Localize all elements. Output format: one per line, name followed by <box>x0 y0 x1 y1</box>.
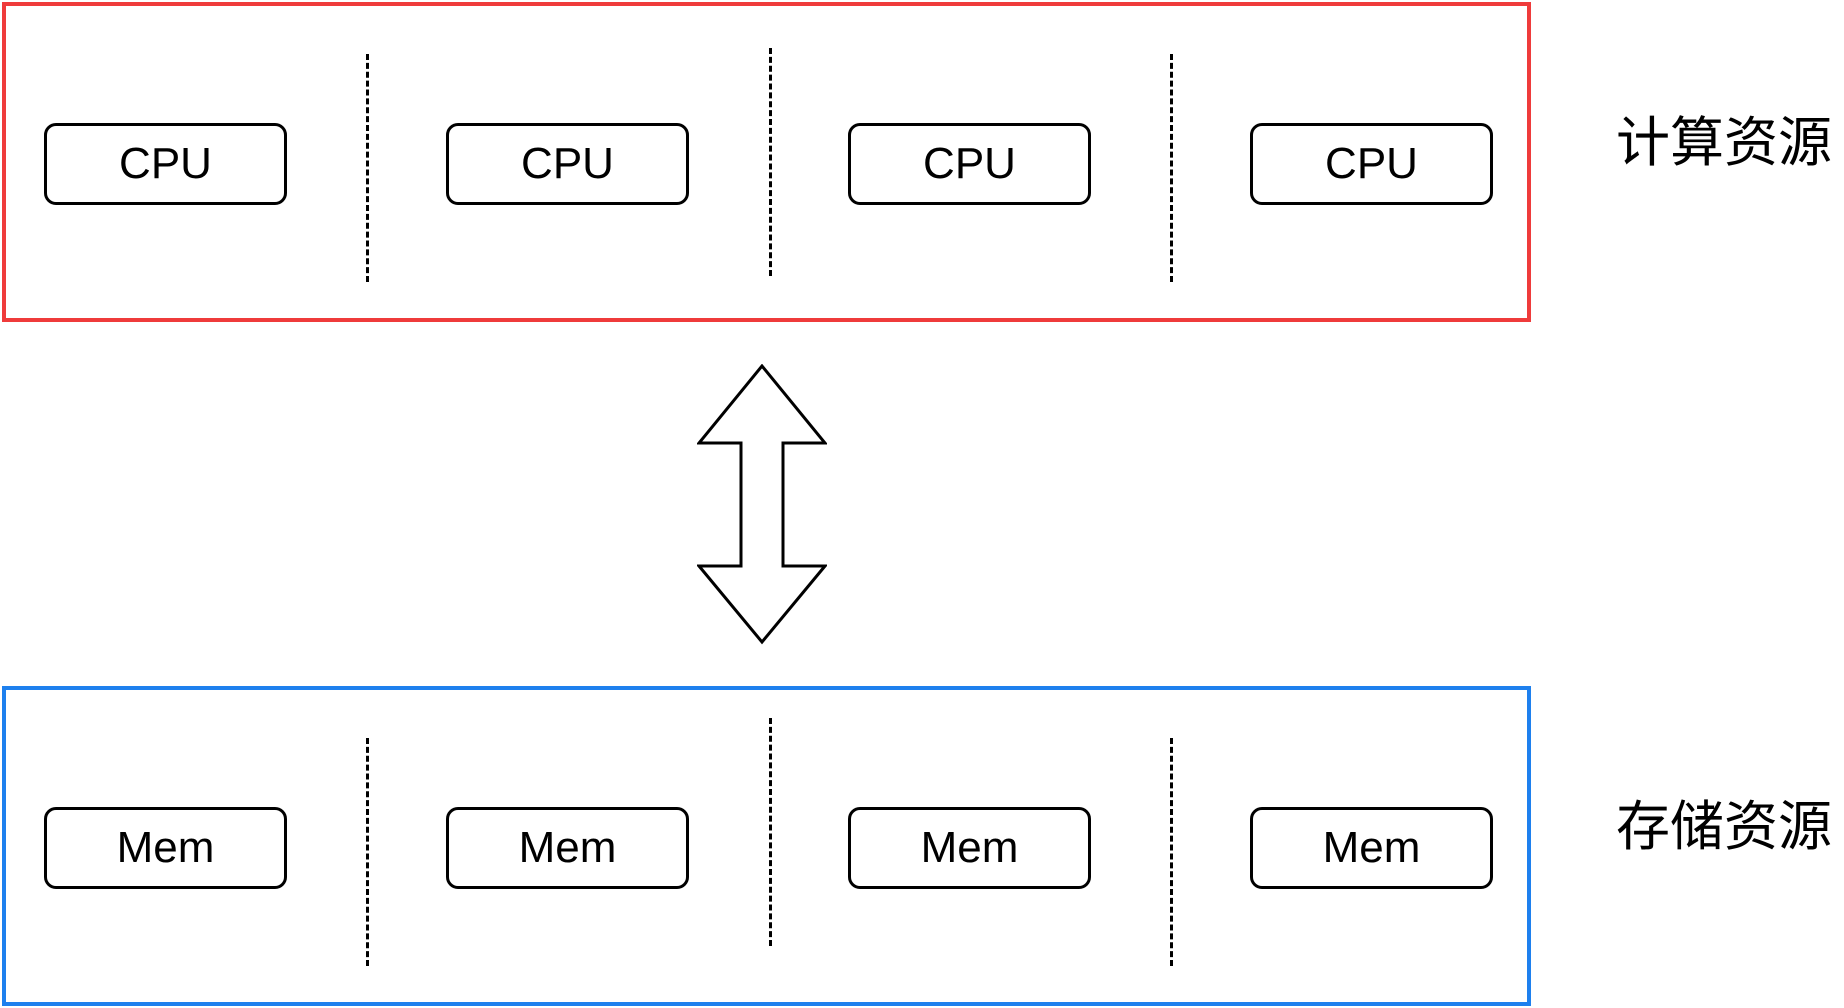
storage-resources-label: 存储资源 <box>1616 795 1832 858</box>
mem-unit-4: Mem <box>1250 807 1493 889</box>
storage-divider-1 <box>366 738 369 966</box>
compute-divider-1 <box>366 54 369 282</box>
compute-divider-2 <box>769 48 772 276</box>
compute-divider-3 <box>1170 54 1173 282</box>
mem-unit-1: Mem <box>44 807 287 889</box>
cpu-unit-2: CPU <box>446 123 689 205</box>
storage-divider-2 <box>769 718 772 946</box>
mem-unit-3: Mem <box>848 807 1091 889</box>
cpu-unit-3: CPU <box>848 123 1091 205</box>
cpu-unit-1: CPU <box>44 123 287 205</box>
storage-divider-3 <box>1170 738 1173 966</box>
cpu-unit-4: CPU <box>1250 123 1493 205</box>
compute-resources-group: CPU CPU CPU CPU <box>2 2 1531 322</box>
double-arrow-vertical-icon <box>697 364 827 645</box>
storage-resources-group: Mem Mem Mem Mem <box>2 686 1531 1006</box>
compute-resources-label: 计算资源 <box>1616 111 1832 174</box>
mem-unit-2: Mem <box>446 807 689 889</box>
